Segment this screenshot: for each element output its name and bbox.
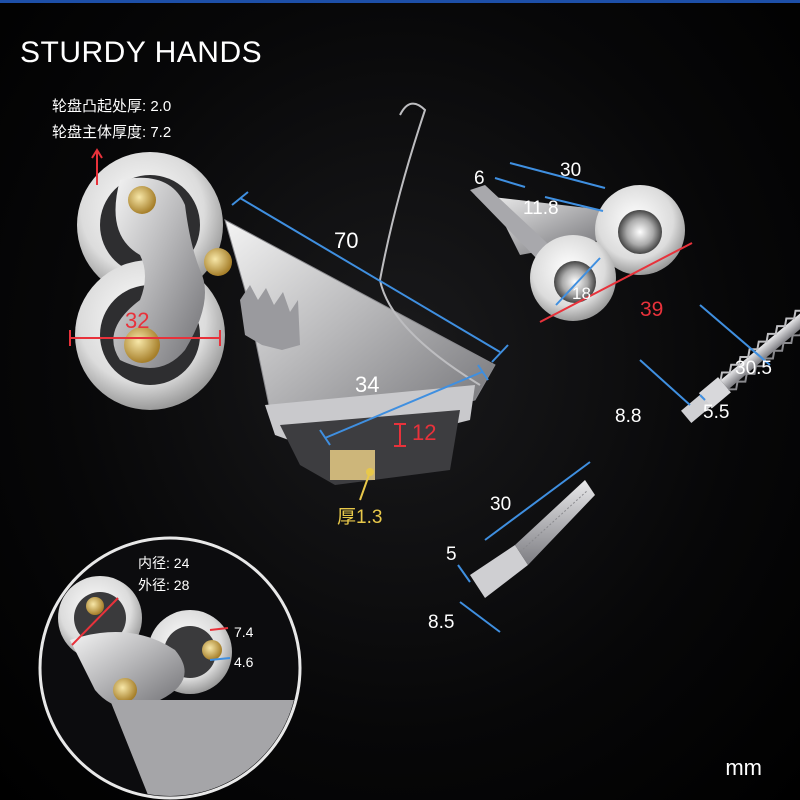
blue-dimension-lines [231,162,771,633]
inset-inner-diameter: 内径: 24 [138,555,190,571]
red-dimension-lines [69,148,693,447]
inset-dim-7-4: 7.4 [234,624,254,640]
spec-note-rim-thickness: 轮盘凸起处厚: 2.0 [52,98,172,115]
dim-pair-11-8: 11.8 [523,198,559,219]
dim-thickness-1-3: 厚1.3 [337,507,383,528]
dim-screw-5-5: 5.5 [703,402,730,423]
dim-screw-30-5: 30.5 [735,358,772,379]
dim-pair-30: 30 [560,160,582,181]
dim-width-34: 34 [355,372,380,397]
dim-pair-6: 6 [474,168,485,189]
unit-label: mm [725,755,762,780]
detail-inset [38,536,302,800]
dim-bolt-5: 5 [446,544,457,565]
brand-title: STURDY HANDS [20,36,263,69]
machine-bolt [470,480,595,598]
inset-outer-diameter: 外径: 28 [138,577,190,593]
main-clip [224,102,496,485]
dim-pair-18: 18 [572,284,591,303]
dim-screw-8-8: 8.8 [615,406,642,427]
top-accent-line [0,0,800,3]
inset-dim-4-6: 4.6 [234,654,254,670]
wood-screw [681,301,800,423]
dim-length-70: 70 [334,228,359,253]
dim-wheel-32: 32 [125,308,150,333]
dim-height-12: 12 [412,420,437,445]
thickness-pointer [359,468,374,501]
dim-pair-39: 39 [640,298,664,321]
wheel-pair [470,185,685,321]
dim-bolt-8-5: 8.5 [428,612,455,633]
dim-bolt-30: 30 [490,494,512,515]
spec-note-body-thickness: 轮盘主体厚度: 7.2 [52,124,172,141]
left-wheel-assembly [75,152,232,410]
